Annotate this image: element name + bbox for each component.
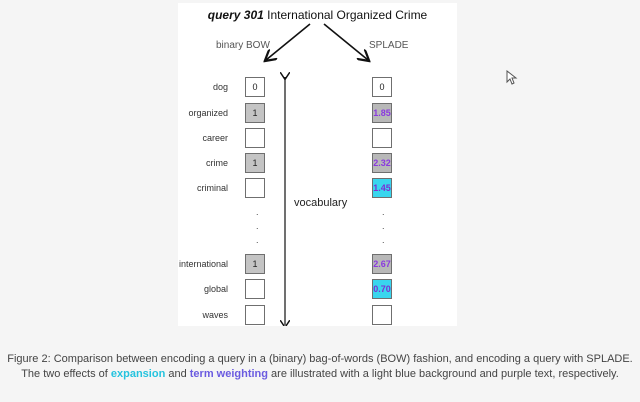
vocab-word: crime [206,158,228,168]
splade-cell: 2.32 [372,153,392,173]
vocab-word: organized [188,108,228,118]
figure-caption: Figure 2: Comparison between encoding a … [0,352,640,382]
ellipsis-dot: . [256,207,259,217]
arrows-layer [178,23,457,326]
splade-cell [372,128,392,148]
ellipsis-dot: . [256,235,259,245]
caption-line-2-c: are illustrated with a light blue backgr… [268,368,619,380]
vocab-word: dog [212,82,228,92]
splade-cell [372,305,392,325]
vocab-word: international [178,259,228,269]
query-title: query 301 International Organized Crime [178,8,457,22]
bow-cell [245,279,265,299]
caption-line-2-b: and [165,368,190,380]
ellipsis-dot: . [382,235,385,245]
keyword-term-weighting: term weighting [189,368,268,380]
splade-cell: 0 [372,77,392,97]
bow-column-header: binary BOW [216,40,270,51]
bow-cell: 0 [245,77,265,97]
splade-cell: 1.85 [372,103,392,123]
caption-line-1: Figure 2: Comparison between encoding a … [7,353,633,365]
vocabulary-label: vocabulary [294,197,348,209]
bow-cell [245,128,265,148]
bow-cell: 1 [245,153,265,173]
bow-cell: 1 [245,103,265,123]
splade-column-header: SPLADE [369,40,409,51]
query-id: query 301 [207,8,264,22]
keyword-expansion: expansion [110,368,166,380]
ellipsis-dot: . [382,221,385,231]
splade-cell: 2.67 [372,254,392,274]
splade-cell: 0.70 [372,279,392,299]
ellipsis-dot: . [256,221,259,231]
vocab-word: career [202,133,228,143]
vocab-word: criminal [196,183,228,193]
bow-cell: 1 [245,254,265,274]
caption-line-2: The two effects of expansion and term we… [0,367,640,382]
ellipsis-dot: . [382,207,385,217]
bow-cell [245,178,265,198]
vocab-word: waves [202,310,228,320]
bow-cell [245,305,265,325]
mouse-pointer-icon [506,70,518,85]
splade-cell: 1.45 [372,178,392,198]
arrow-to-splade [323,23,368,60]
query-text: International Organized Crime [267,8,428,22]
figure: query 301 International Organized Crime … [178,3,457,326]
vocab-word: global [203,284,228,294]
arrow-to-bow [266,23,311,60]
caption-line-2-a: The two effects of [21,368,111,380]
